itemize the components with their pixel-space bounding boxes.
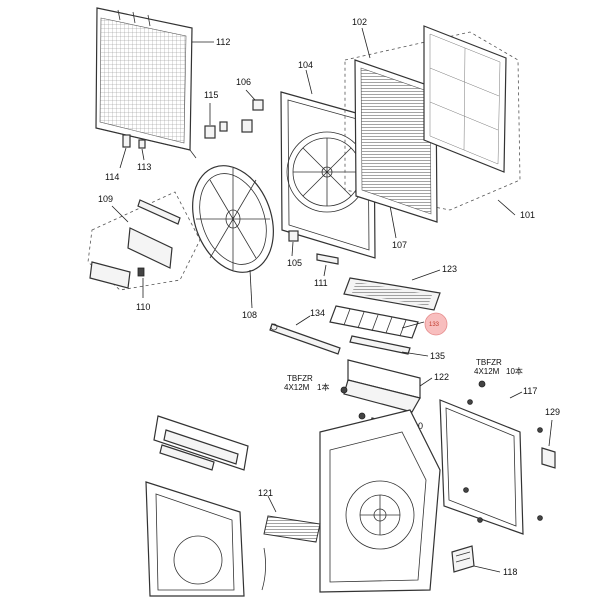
screw-icon: [478, 380, 486, 388]
label-109: 109: [98, 194, 113, 204]
screw-icon: [358, 412, 366, 420]
bracket-part-115: [204, 103, 228, 139]
label-118: 118: [503, 567, 517, 577]
screw-b-size: 4X12M: [474, 367, 500, 376]
label-135: 135: [430, 351, 445, 361]
screw-a-type: TBFZR: [287, 374, 313, 383]
label-106: 106: [236, 77, 251, 87]
seal-strip-part: [349, 335, 429, 357]
guide-rail-part: [269, 315, 341, 355]
label-101: 101: [520, 210, 535, 220]
sticker-part-129: [541, 419, 556, 469]
label-115: 115: [204, 90, 218, 100]
water-tray-part: [343, 359, 433, 413]
main-housing-part: [319, 409, 441, 593]
label-108: 108: [242, 310, 257, 320]
screw-icon: [467, 399, 473, 405]
screw-icon: [463, 487, 469, 493]
screw-b-type: TBFZR: [476, 358, 502, 367]
tray-cover-part: [343, 269, 441, 311]
label-134: 134: [310, 308, 325, 318]
hinge-part-106: [241, 89, 264, 133]
screw-icon: [340, 386, 348, 394]
label-107: 107: [392, 240, 407, 250]
louver-assembly-part: [87, 191, 201, 298]
screw-icon: [537, 427, 543, 433]
label-129: 129: [545, 407, 560, 417]
fan-frame-part: [280, 69, 376, 259]
label-plate-111: [316, 253, 339, 277]
label-112: 112: [216, 37, 230, 47]
screw-b-qty: 10本: [506, 366, 523, 376]
front-grille-part: [95, 7, 214, 159]
label-105: 105: [287, 258, 302, 268]
clip-parts: [119, 134, 146, 169]
screw-a-qty: 1本: [317, 382, 329, 392]
prefilter-part: [344, 27, 521, 223]
label-122: 122: [434, 372, 449, 382]
label-102: 102: [352, 17, 367, 27]
control-panel-part: [153, 415, 249, 471]
label-123: 123: [442, 264, 457, 274]
screw-icon: [537, 515, 543, 521]
label-111: 111: [314, 278, 328, 288]
label-114: 114: [105, 172, 119, 182]
screw-icon: [477, 517, 483, 523]
label-113: 113: [137, 162, 151, 172]
callout-badge-133: [424, 312, 448, 336]
label-110: 110: [136, 302, 150, 312]
circuit-board-part: [451, 545, 501, 573]
fan-wheel-part: [192, 165, 274, 309]
label-117: 117: [523, 386, 537, 396]
back-panel-part: [439, 391, 543, 535]
front-cover-part: [145, 481, 266, 597]
screw-a-size: 4X12M: [284, 383, 310, 392]
label-121: 121: [258, 488, 273, 498]
cell-frame-part: [329, 305, 425, 339]
clip-part-105: [288, 230, 299, 257]
label-104: 104: [298, 60, 313, 70]
main-filter-part: [423, 25, 516, 216]
screw-note-a: TBFZR 4X12M 1本: [284, 374, 348, 394]
mesh-filter-part: [263, 495, 321, 543]
label-133: 133: [429, 322, 440, 328]
screw-note-b: TBFZR 4X12M 10本: [474, 358, 523, 388]
